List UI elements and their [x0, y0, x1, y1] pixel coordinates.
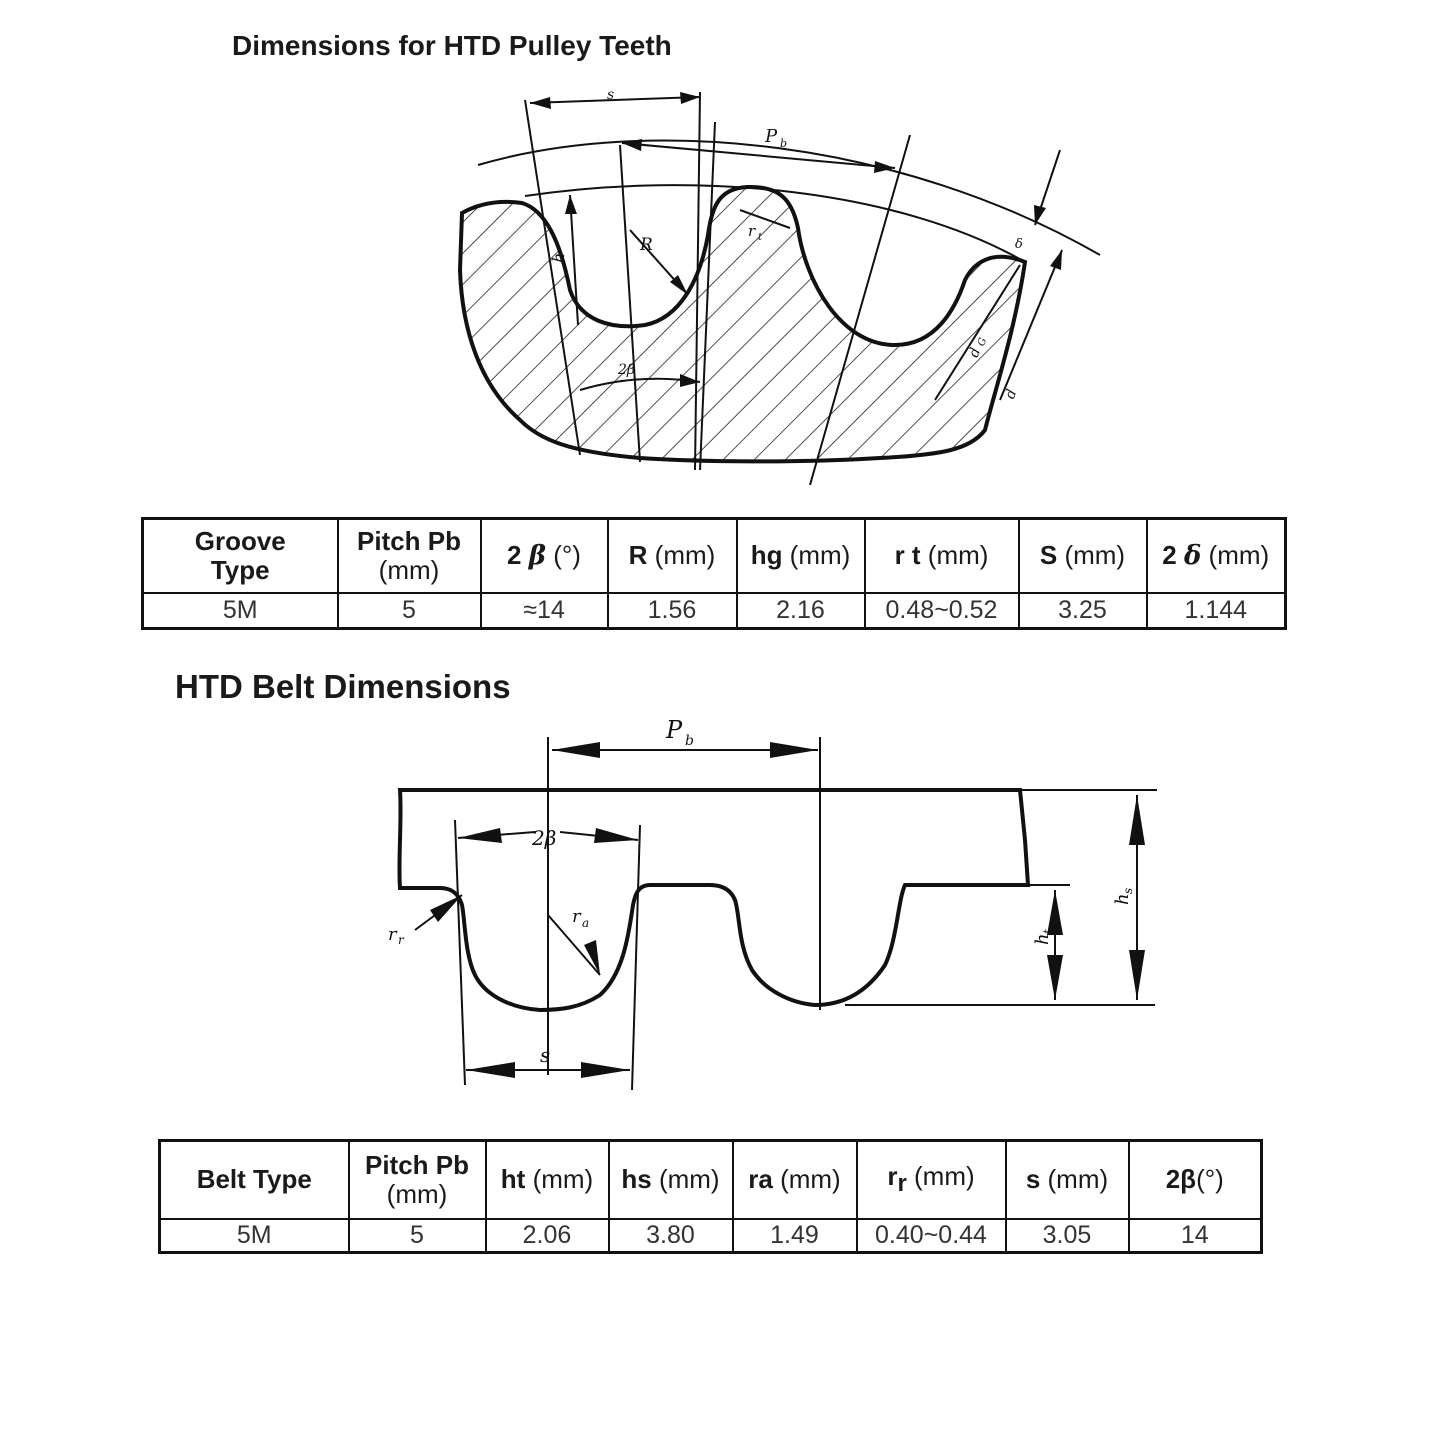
belt-arrowheads: [430, 742, 1145, 1078]
cell-belt-type: 5M: [158, 1217, 350, 1254]
belt-title: HTD Belt Dimensions: [175, 668, 511, 705]
svg-text:G: G: [976, 337, 989, 348]
header-ht: ht (mm): [484, 1139, 610, 1220]
label-rt: r: [748, 222, 756, 240]
cell-S: 3.25: [1017, 591, 1148, 630]
cell-2delta: 1.144: [1145, 591, 1287, 630]
cell-belt-pitch: 5: [347, 1217, 487, 1254]
svg-text:t: t: [758, 232, 763, 243]
label-pb: P: [764, 126, 778, 147]
cell-belt-2beta: 14: [1127, 1217, 1263, 1254]
table-row: 5M 5 2.06 3.80 1.49 0.40~0.44 3.05 14: [158, 1217, 1263, 1254]
header-pitch: Pitch Pb(mm): [336, 517, 482, 594]
svg-text:b: b: [780, 137, 787, 150]
pulley-arrowheads: [530, 92, 1062, 387]
header-ra: ra (mm): [731, 1139, 858, 1220]
label-s: s: [607, 87, 614, 103]
svg-text:r: r: [398, 933, 405, 947]
cell-rr: 0.40~0.44: [855, 1217, 1007, 1254]
header-rt: r t (mm): [863, 517, 1020, 594]
belt-outline: [397, 788, 1157, 1013]
header-2delta: 2 δ (mm): [1145, 517, 1287, 594]
pulley-tooth-diagram: s P b h R r t δ 2β d G d: [457, 87, 1101, 486]
label-R: R: [639, 235, 653, 255]
header-2beta: 2 β (°): [479, 517, 609, 594]
header-s: s (mm): [1004, 1139, 1130, 1220]
label-belt-pb: P: [665, 716, 683, 744]
header-S: S (mm): [1017, 517, 1148, 594]
svg-text:b: b: [685, 733, 694, 749]
cell-rt: 0.48~0.52: [863, 591, 1020, 630]
label-hs: h: [1112, 893, 1133, 905]
cell-R: 1.56: [606, 591, 738, 630]
label-ht: h: [1032, 933, 1053, 945]
label-belt-s: s: [540, 1043, 550, 1067]
header-hg: hg (mm): [735, 517, 866, 594]
svg-text:s: s: [1121, 888, 1135, 894]
table-row: 5M 5 ≈14 1.56 2.16 0.48~0.52 3.25 1.144: [141, 591, 1287, 630]
label-ra: r: [572, 906, 582, 927]
header-belt-type: Belt Type: [158, 1139, 350, 1220]
pulley-title: Dimensions for HTD Pulley Teeth: [232, 30, 672, 61]
svg-text:a: a: [582, 916, 589, 930]
cell-s: 3.05: [1004, 1217, 1130, 1254]
cell-2beta: ≈14: [479, 591, 609, 630]
svg-text:t: t: [1041, 929, 1055, 934]
label-2beta: 2β: [617, 362, 635, 378]
cell-hs: 3.80: [607, 1217, 734, 1254]
belt-labels: P b 2β r r r a s h t h s: [388, 716, 1135, 1067]
belt-header-row: Belt Type Pitch Pb(mm) ht (mm) hs (mm) r…: [158, 1139, 1263, 1220]
header-R: R (mm): [606, 517, 738, 594]
pb-dimension-line: [621, 142, 896, 169]
label-belt-2beta: 2β: [531, 826, 556, 850]
label-hg: h: [549, 252, 569, 264]
cell-ht: 2.06: [484, 1217, 610, 1254]
header-belt-pitch: Pitch Pb(mm): [347, 1139, 487, 1220]
header-belt-2beta: 2β(°): [1127, 1139, 1263, 1220]
label-rr: r: [388, 924, 398, 945]
cell-pitch: 5: [336, 591, 482, 630]
pitch-arc-outer: [477, 139, 1101, 256]
cell-ra: 1.49: [731, 1217, 858, 1254]
cell-groove-type: 5M: [141, 591, 339, 630]
label-delta: δ: [1015, 237, 1023, 252]
cell-hg: 2.16: [735, 591, 866, 630]
belt-spec-table: Belt Type Pitch Pb(mm) ht (mm) hs (mm) r…: [158, 1139, 1263, 1254]
tip-arc: [524, 184, 1026, 263]
header-hs: hs (mm): [607, 1139, 734, 1220]
header-rr: rr (mm): [855, 1139, 1007, 1220]
s-dimension-line: [529, 96, 701, 104]
